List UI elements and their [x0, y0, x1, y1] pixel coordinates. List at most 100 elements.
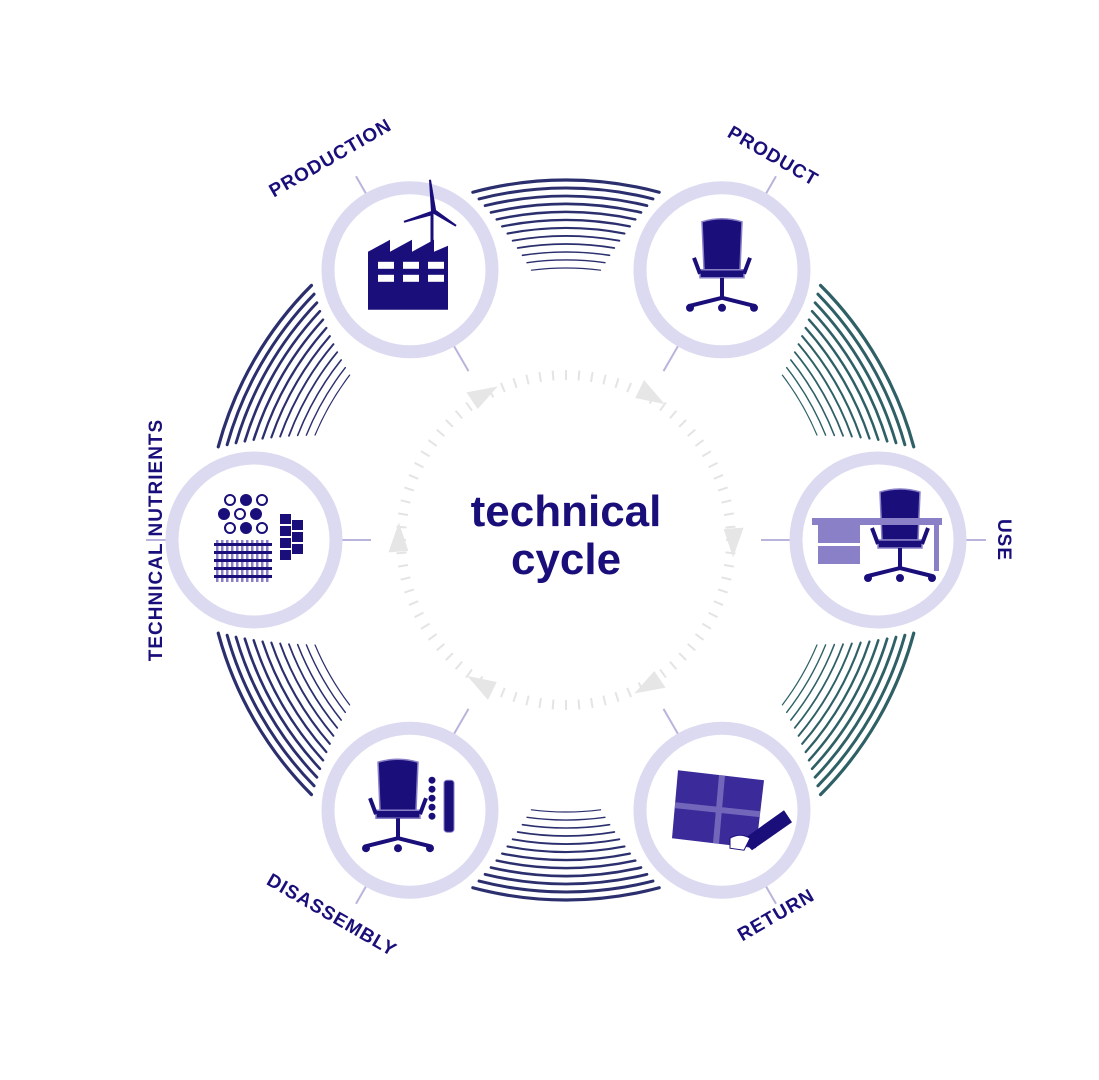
- tick-mark: [678, 419, 687, 428]
- node-ring: [165, 451, 343, 629]
- materials-icon: [214, 494, 303, 582]
- stage-node-product: [633, 181, 811, 359]
- cycle-arrow-icon: [466, 386, 498, 410]
- spoke-outer: [765, 885, 777, 905]
- tick-mark: [717, 486, 728, 492]
- tick-mark: [626, 382, 632, 393]
- tick-mark: [614, 378, 620, 389]
- tick-mark: [427, 439, 438, 447]
- arc-line: [225, 292, 316, 447]
- tick-mark: [659, 401, 667, 412]
- arc-line: [270, 335, 331, 439]
- arc-line: [516, 831, 616, 837]
- tick-mark: [708, 611, 718, 619]
- arc-line: [511, 235, 621, 242]
- tick-mark: [687, 643, 696, 652]
- arc-line: [314, 374, 351, 436]
- arc-line: [781, 374, 818, 436]
- tick-mark: [551, 699, 555, 710]
- arc-line: [216, 283, 314, 449]
- arc-line: [234, 301, 319, 445]
- arc-line: [813, 635, 898, 779]
- tick-mark: [445, 652, 454, 661]
- tick-mark: [454, 661, 463, 670]
- tick-mark: [713, 600, 724, 606]
- tick-mark: [723, 512, 735, 516]
- tick-mark: [500, 382, 506, 393]
- arc-line: [807, 639, 880, 762]
- tick-mark: [694, 439, 705, 447]
- factory-wind-turbine-icon: [368, 179, 457, 310]
- arc-bundles: [216, 178, 916, 902]
- tick-mark: [701, 450, 712, 458]
- arc-line: [797, 642, 853, 737]
- arc-line: [789, 359, 836, 437]
- tick-mark: [512, 378, 518, 389]
- tick-mark: [525, 374, 530, 385]
- arc-line: [785, 644, 827, 714]
- arc-line: [305, 366, 347, 436]
- tick-mark: [713, 474, 724, 480]
- office-chair-icon: [686, 218, 758, 312]
- tick-mark: [445, 419, 454, 428]
- stage-node-use: [789, 451, 967, 629]
- tick-mark: [723, 564, 735, 568]
- tick-mark: [626, 687, 632, 698]
- stage-node-disassembly: [321, 721, 499, 899]
- tick-mark: [551, 370, 555, 381]
- spoke-outer: [765, 175, 777, 195]
- cycle-arrow-icon: [634, 670, 666, 694]
- arc-line: [813, 301, 898, 445]
- disassembled-chair-icon: [362, 758, 455, 853]
- arc-line: [818, 631, 916, 797]
- arc-line: [816, 292, 907, 447]
- arc-line: [495, 859, 637, 870]
- arc-line: [279, 343, 335, 438]
- arc-line: [261, 640, 328, 754]
- arc-line: [526, 259, 606, 264]
- arc-line: [314, 644, 351, 706]
- arc-line: [261, 326, 328, 440]
- arc-line: [521, 251, 611, 257]
- arc-line: [279, 642, 335, 737]
- arc-line: [521, 823, 611, 829]
- tick-mark: [694, 633, 705, 641]
- arc-line: [511, 838, 621, 845]
- tick-mark: [577, 699, 581, 710]
- tick-mark: [602, 695, 607, 706]
- arc-line: [477, 186, 655, 201]
- arc-line: [530, 267, 602, 271]
- tick-mark: [436, 428, 445, 437]
- arc-line: [801, 641, 862, 745]
- arc-line: [804, 326, 871, 440]
- arc-line: [526, 816, 606, 821]
- title-line-2: cycle: [510, 535, 622, 584]
- arc-line: [816, 633, 907, 788]
- arc-line: [225, 633, 316, 788]
- stage-node-production: [321, 179, 499, 359]
- cycle-arrow-icon: [635, 380, 665, 405]
- tick-mark: [414, 461, 424, 469]
- tick-mark: [408, 600, 419, 606]
- tick-mark: [414, 611, 424, 619]
- arc-line: [818, 283, 916, 449]
- arc-line: [501, 218, 631, 228]
- arc-line: [296, 359, 343, 437]
- tick-mark: [708, 461, 718, 469]
- arc-line: [506, 845, 626, 854]
- tick-mark: [687, 428, 696, 437]
- tick-mark: [538, 697, 542, 709]
- arc-line: [296, 643, 343, 721]
- tick-mark: [397, 512, 409, 516]
- arc-line: [483, 872, 649, 886]
- tick-mark: [659, 668, 667, 679]
- inner-tick-ring: [388, 370, 744, 710]
- tick-mark: [590, 371, 594, 383]
- tick-mark: [408, 474, 419, 480]
- arc-line: [234, 635, 319, 779]
- tick-mark: [669, 661, 678, 670]
- tick-mark: [420, 450, 431, 458]
- tick-mark: [701, 622, 712, 630]
- arc-line: [489, 202, 643, 214]
